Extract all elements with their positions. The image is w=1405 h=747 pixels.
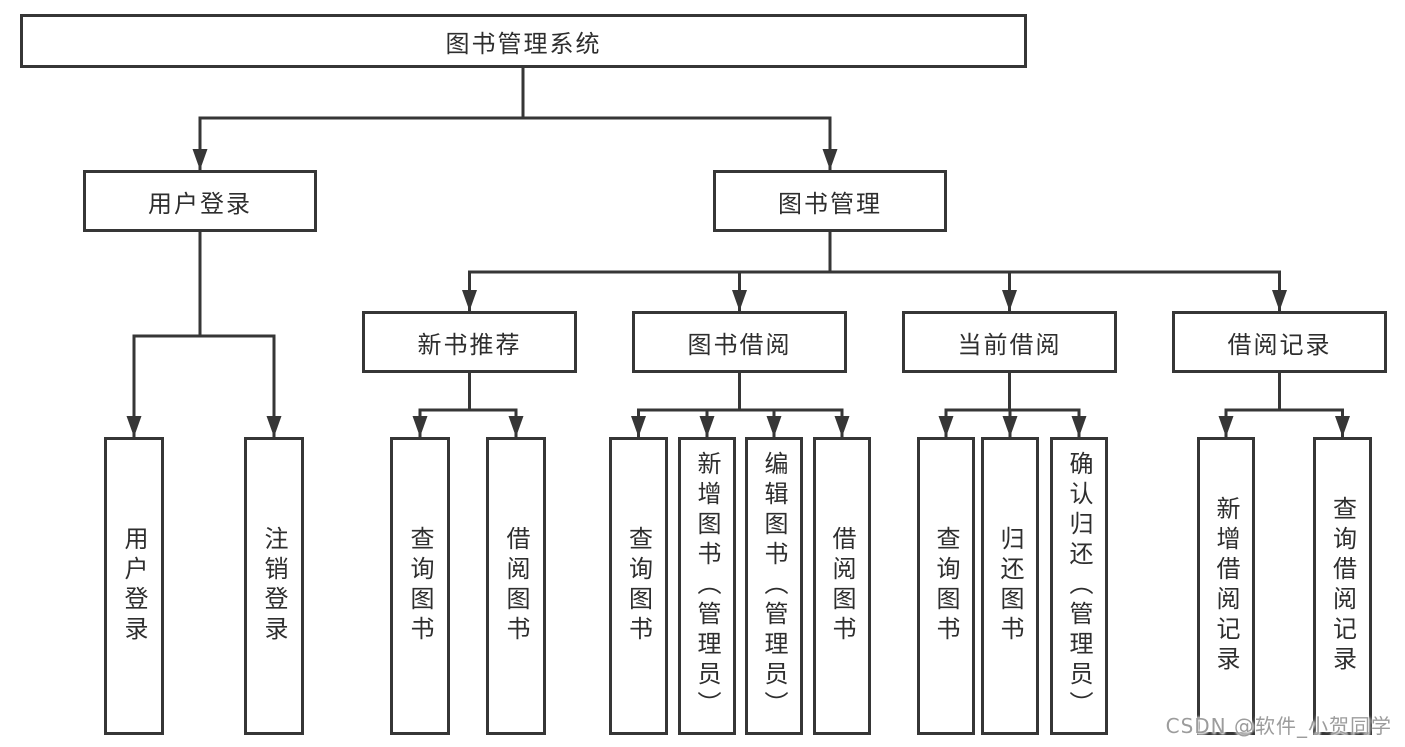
node-query-books-recommend: 查询图书: [390, 437, 450, 735]
node-confirm-return-admin: 确认归还（管理员）: [1050, 437, 1108, 735]
node-label: 借阅图书: [828, 526, 856, 646]
node-label: 图书管理系统: [445, 29, 602, 58]
node-label: 查询图书: [624, 526, 653, 646]
connector-new-book-recommend: [412, 371, 524, 439]
node-new-book-recommend: 新书推荐: [362, 311, 577, 373]
csdn-watermark: CSDN @软件_小贺同学: [1165, 714, 1392, 738]
connector-user-login-group: [126, 230, 282, 439]
node-query-books-current: 查询图书: [917, 437, 975, 735]
node-label: 注销登录: [260, 526, 288, 646]
node-label: 查询图书: [406, 526, 434, 646]
node-label: 新书推荐: [417, 330, 522, 359]
node-label: 查询图书: [932, 526, 960, 646]
node-label: 借阅记录: [1227, 330, 1332, 359]
node-borrowing-records: 借阅记录: [1172, 311, 1387, 373]
node-label: 新增图书（管理员）: [693, 451, 721, 721]
node-borrow-books-recommend: 借阅图书: [486, 437, 546, 735]
node-label: 图书管理: [778, 189, 882, 218]
node-label: 新增借阅记录: [1212, 496, 1240, 676]
node-book-management: 图书管理: [713, 170, 947, 232]
node-borrow-books-borrowing: 借阅图书: [813, 437, 871, 735]
node-logout: 注销登录: [244, 437, 304, 735]
node-add-borrow-record: 新增借阅记录: [1197, 437, 1255, 735]
node-edit-book-admin: 编辑图书（管理员）: [745, 437, 803, 735]
node-label: 用户登录: [120, 526, 148, 646]
node-label: 借阅图书: [502, 526, 530, 646]
node-current-borrowing: 当前借阅: [902, 311, 1117, 373]
node-label: 用户登录: [148, 189, 252, 218]
node-label: 确认归还（管理员）: [1065, 451, 1093, 721]
connector-borrowing-records: [1218, 371, 1350, 439]
node-return-books: 归还图书: [981, 437, 1039, 735]
node-label: 图书借阅: [687, 330, 792, 359]
node-label: 归还图书: [996, 526, 1024, 646]
node-add-book-admin: 新增图书（管理员）: [678, 437, 736, 735]
node-book-borrowing: 图书借阅: [632, 311, 847, 373]
node-query-books-borrowing: 查询图书: [609, 437, 668, 735]
node-user-login: 用户登录: [104, 437, 164, 735]
node-label: 查询借阅记录: [1328, 496, 1357, 676]
connector-root-to-level2: [192, 66, 838, 172]
node-query-borrow-record: 查询借阅记录: [1313, 437, 1372, 735]
node-label: 编辑图书（管理员）: [760, 451, 788, 721]
connector-book-management: [462, 230, 1287, 313]
node-label: 当前借阅: [957, 330, 1062, 359]
node-library-management-system: 图书管理系统: [20, 14, 1027, 68]
connector-current-borrowing: [938, 371, 1087, 439]
connector-book-borrowing: [631, 371, 850, 439]
node-user-login-group: 用户登录: [83, 170, 317, 232]
